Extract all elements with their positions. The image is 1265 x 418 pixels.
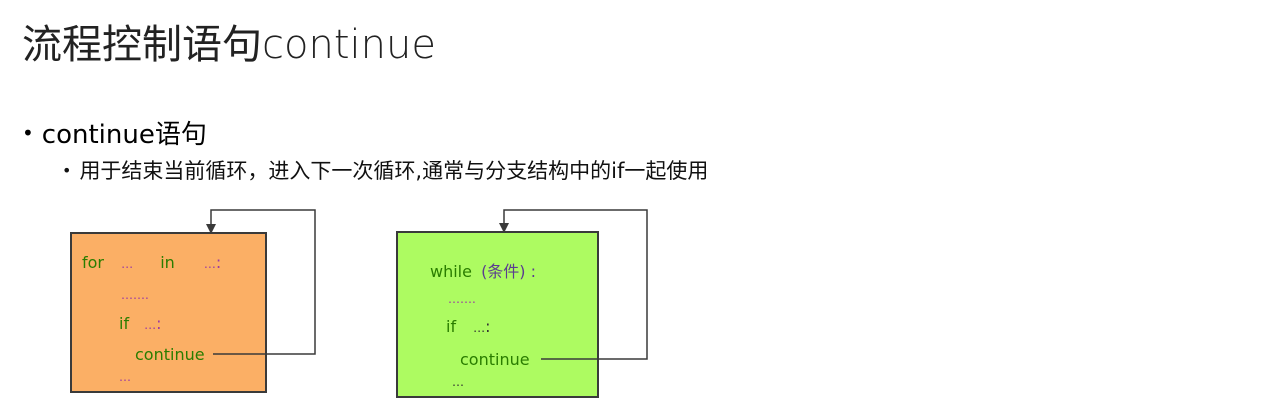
bullet-dot-icon: •	[62, 161, 72, 180]
for-line-2: …….	[121, 288, 149, 302]
placeholder: …	[121, 257, 134, 271]
for-line-5: …	[119, 370, 131, 384]
for-continue-keyword: continue	[135, 345, 205, 364]
sub-bullet-description: • 用于结束当前循环，进入下一次循环,通常与分支结构中的if一起使用	[62, 155, 708, 185]
for-line-3: if …:	[119, 314, 162, 333]
slide-title: 流程控制语句continue	[22, 22, 436, 68]
bullet-continue-statement: • continue语句	[22, 114, 207, 151]
arrowhead-icon	[499, 223, 509, 233]
for-keyword: for	[82, 253, 104, 272]
bullet-dot-icon: •	[22, 121, 34, 145]
while-continue-keyword: continue	[460, 350, 530, 369]
while-line-5: …	[452, 375, 464, 389]
while-continue-arrow	[503, 209, 648, 360]
in-keyword: in	[160, 253, 175, 272]
colon: :	[530, 262, 537, 281]
condition: (条件)	[481, 262, 526, 281]
while-line-3: if …:	[446, 317, 491, 336]
arrowhead-icon	[206, 224, 216, 234]
sub-bullet-text: 用于结束当前循环，进入下一次循环,通常与分支结构中的if一起使用	[79, 159, 709, 183]
colon: :	[485, 317, 491, 336]
placeholder: …	[203, 257, 216, 271]
colon: :	[215, 253, 222, 272]
colon: :	[156, 314, 162, 333]
bullet-text: continue语句	[41, 120, 207, 150]
for-line-1: for … in …:	[82, 253, 221, 272]
if-keyword: if	[119, 314, 130, 333]
while-loop-box	[396, 231, 599, 398]
placeholder: …	[144, 318, 157, 332]
while-line-1: while (条件) :	[430, 258, 536, 282]
placeholder: …	[473, 321, 486, 335]
if-keyword: if	[446, 317, 457, 336]
for-loop-box	[70, 232, 267, 393]
while-keyword: while	[430, 262, 472, 281]
while-line-2: …….	[448, 292, 476, 306]
for-continue-arrow	[210, 209, 316, 355]
